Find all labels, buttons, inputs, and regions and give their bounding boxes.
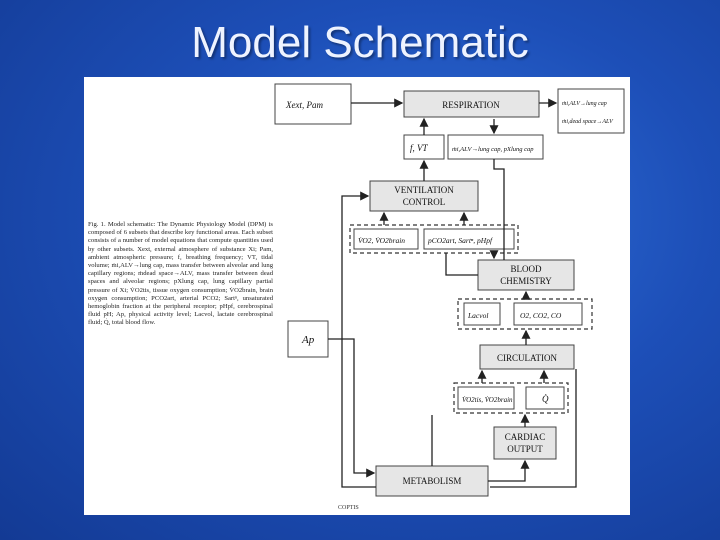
arrow-metabolism-to-cardiac [488, 459, 530, 482]
blood-input-left-box [463, 302, 501, 326]
respiration-output-1: ṁi,ALV→lung cap [562, 101, 607, 107]
respiration-label: RESPIRATION [442, 100, 500, 110]
blood-chemistry-label-2: CHEMISTRY [500, 276, 552, 286]
blood-input-right: O2, CO2, CO [520, 311, 562, 320]
cardiac-output-box [493, 426, 557, 460]
blood-chemistry-label-1: BLOOD [511, 264, 542, 274]
line-mass-to-blood [493, 159, 505, 260]
circulation-box [479, 344, 575, 370]
external-atmosphere-label: Xext, Pam [285, 100, 323, 110]
circulation-inputs-dashed [453, 382, 569, 414]
respiration-box [403, 90, 540, 118]
circulation-input-left-box [457, 386, 515, 410]
line-blood-to-vinputs [445, 253, 478, 276]
ventilation-inputs-dashed [349, 224, 519, 254]
cardiac-output-label-2: OUTPUT [507, 444, 543, 454]
ventilation-input-left: V̇O2, V̇O2brain [358, 236, 405, 245]
respiration-outputs-box [557, 88, 625, 134]
circulation-label: CIRCULATION [497, 353, 557, 363]
external-atmosphere-box [274, 83, 352, 125]
frequency-tidal-volume-label: f, VT [410, 143, 428, 153]
activity-level-label: Ap [301, 334, 315, 346]
ventilation-control-label-2: CONTROL [403, 197, 446, 207]
ventilation-input-right: pCO2art, Sartⁿ, pHpf [427, 236, 493, 245]
mass-transfer-box [447, 134, 544, 160]
blood-chemistry-box [477, 259, 575, 291]
line-circ-to-metabolism [490, 369, 577, 488]
ventilation-input-left-box [353, 228, 419, 250]
circulation-input-right-box [525, 386, 565, 410]
schematic-diagram: Xext, Pam RESPIRATION ṁi,ALV→lung cap ṁi… [274, 83, 625, 497]
blood-input-left: Lacvol [467, 311, 488, 320]
cardiac-output-label-1: CARDIAC [505, 432, 546, 442]
slide-title: Model Schematic [191, 18, 529, 67]
blood-input-right-box [513, 302, 583, 326]
ventilation-input-right-box [423, 228, 515, 250]
arrow-metabolism-to-ventilation [341, 191, 376, 488]
respiration-output-2: ṁi,dead space→ALV [562, 119, 614, 125]
model-schematic-figure: Xext, Pam RESPIRATION ṁi,ALV→lung cap ṁi… [84, 77, 630, 515]
circulation-input-right: Q̇ [542, 394, 549, 404]
figure-credit: COPTIS [338, 505, 359, 511]
mass-transfer-label: ṁi,ALV→lung cap, pXlung cap [452, 146, 534, 153]
figure-caption: Fig. 1. Model schematic: The Dynamic Phy… [88, 221, 273, 327]
circulation-input-left: V̇O2tis, V̇O2brain [462, 396, 513, 404]
ventilation-control-label-1: VENTILATION [394, 185, 454, 195]
ventilation-control-box [369, 180, 479, 212]
activity-level-box [287, 320, 329, 358]
arrow-activity-to-metabolism [328, 338, 376, 478]
metabolism-label: METABOLISM [403, 476, 462, 486]
